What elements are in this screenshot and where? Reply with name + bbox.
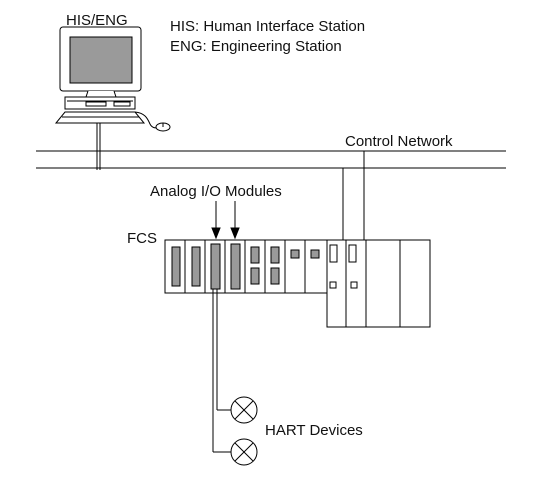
cpu-module-indicators bbox=[329, 244, 358, 289]
his-eng-label: HIS/ENG bbox=[66, 12, 128, 29]
workstation-network-drop bbox=[96, 123, 101, 170]
analog-io-arrows bbox=[211, 201, 240, 240]
control-network-label: Control Network bbox=[345, 133, 453, 150]
control-network-bus bbox=[36, 150, 506, 169]
hart-wiring bbox=[212, 289, 231, 453]
legend-eng: ENG: Engineering Station bbox=[170, 38, 342, 55]
workstation-icon bbox=[54, 26, 171, 132]
hart-device-2-icon bbox=[230, 438, 258, 466]
analog-io-label: Analog I/O Modules bbox=[150, 183, 282, 200]
legend-his: HIS: Human Interface Station bbox=[170, 18, 366, 35]
fcs-cabinet bbox=[164, 239, 431, 328]
io-module-faceplates bbox=[171, 243, 320, 290]
hart-device-1-icon bbox=[230, 396, 258, 424]
hart-devices-label: HART Devices bbox=[265, 422, 363, 439]
fcs-label: FCS bbox=[127, 230, 157, 247]
